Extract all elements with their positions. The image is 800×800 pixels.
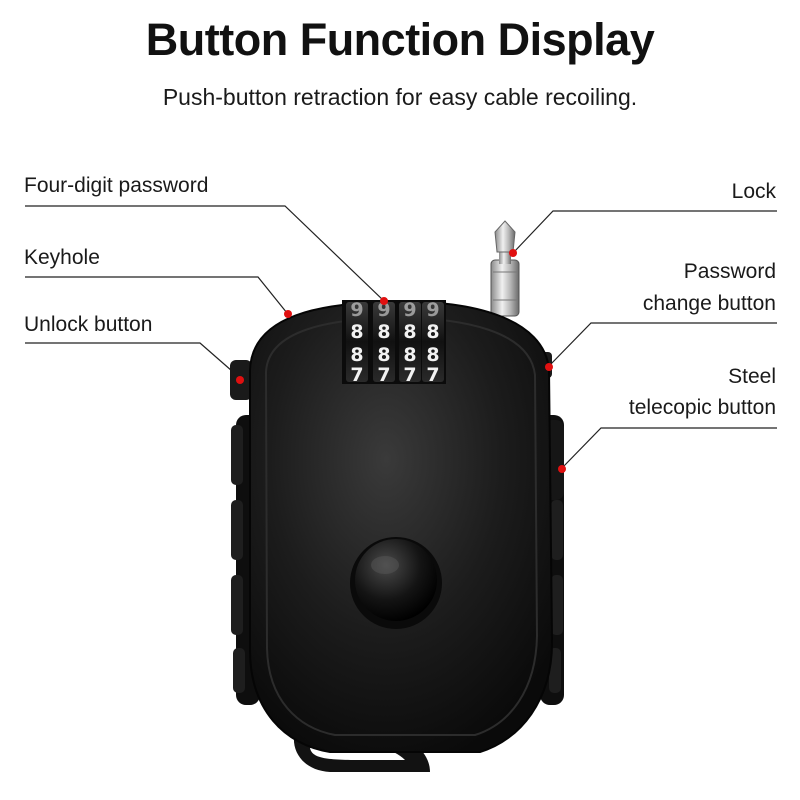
marker-keyhole [284, 310, 292, 318]
dial-digit: 8 [426, 344, 439, 366]
leader-steel [561, 427, 777, 469]
dial-digit: 8 [403, 321, 416, 343]
dial-digit: 7 [403, 364, 416, 386]
leader-password-change [548, 322, 777, 367]
dial-digit: 7 [350, 364, 363, 386]
leader-keyhole [25, 276, 288, 314]
dial-digit: 9 [426, 299, 439, 321]
label-steel-line1: Steel [728, 365, 776, 388]
dial-wheel[interactable] [373, 302, 395, 382]
dial-digit: 9 [350, 299, 363, 321]
label-keyhole: Keyhole [24, 246, 100, 269]
dial-wheel[interactable] [346, 302, 368, 382]
dial-wheel[interactable] [399, 302, 421, 382]
dial-digit: 8 [403, 344, 416, 366]
leader-unlock [25, 342, 241, 379]
dial-digit: 8 [426, 321, 439, 343]
dial-digit: 8 [377, 344, 390, 366]
marker-steel [558, 465, 566, 473]
label-password-change-line2: change button [642, 292, 776, 315]
page-subtitle: Push-button retraction for easy cable re… [162, 84, 638, 110]
label-steel-line2: telecopic button [628, 396, 776, 419]
dial-digit: 8 [350, 344, 363, 366]
label-password-change-line1: Password [683, 260, 776, 283]
retraction-knob[interactable] [350, 537, 442, 629]
label-four-digit-password: Four-digit password [24, 174, 209, 197]
dial-digit: 7 [377, 364, 390, 386]
label-unlock-button: Unlock button [24, 313, 153, 336]
dial-digit: 9 [403, 299, 416, 321]
dial-wheel[interactable] [422, 302, 444, 382]
marker-password-change [545, 363, 553, 371]
marker-four-digit [380, 297, 388, 305]
lock-body [249, 300, 554, 753]
leader-lines [25, 205, 777, 469]
dial-digit: 9 [377, 299, 390, 321]
dial-digit: 8 [377, 321, 390, 343]
callout-markers [236, 249, 566, 473]
marker-lock [509, 249, 517, 257]
dial-digit: 8 [350, 321, 363, 343]
page-title: Button Function Display [145, 14, 655, 65]
leader-four-digit [25, 205, 384, 301]
label-lock: Lock [731, 180, 776, 203]
leader-lock [513, 210, 777, 253]
marker-unlock [236, 376, 244, 384]
dial-digit: 7 [426, 364, 439, 386]
lock-pin[interactable] [490, 220, 520, 317]
